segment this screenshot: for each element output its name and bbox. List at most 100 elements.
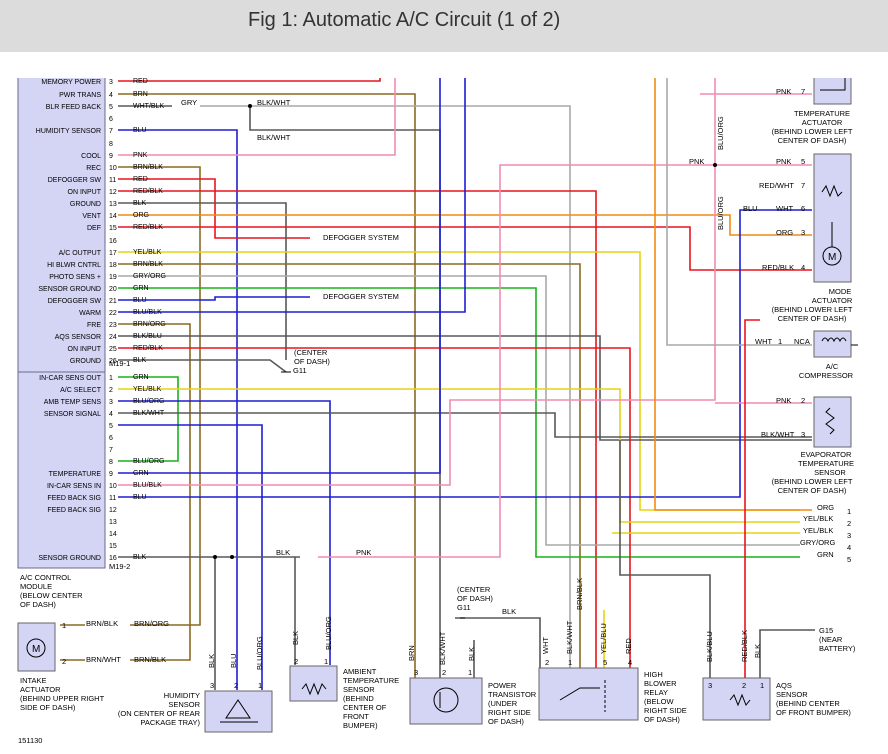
intake-motor-letter: M bbox=[32, 644, 40, 655]
mode-pin6-num: 6 bbox=[801, 204, 805, 213]
m19-1-pin-wire: BLU bbox=[133, 297, 147, 304]
m19-1-pin-name: A/C OUTPUT bbox=[59, 250, 102, 257]
m19-1-pin-wire: BLK bbox=[133, 200, 147, 207]
m19-2-pin-wire: GRN bbox=[133, 374, 149, 381]
hum-cap-4: PACKAGE TRAY) bbox=[140, 718, 200, 727]
wire-cool bbox=[118, 78, 396, 156]
blower-relay-shape bbox=[538, 667, 639, 721]
wire-photo-sens bbox=[118, 275, 800, 546]
m19-1-pin-name: ON INPUT bbox=[68, 189, 102, 196]
m19-1-pin-num: 10 bbox=[109, 165, 117, 172]
wire-hi-blwr bbox=[118, 263, 581, 610]
intake-actuator-shape: M bbox=[17, 622, 56, 672]
m19-1-pin-num: 4 bbox=[109, 92, 113, 99]
aqs-wire-redblk: RED/BLK bbox=[740, 630, 749, 662]
m19-1-pin-wire: BRN/ORG bbox=[133, 321, 166, 328]
mode-pin3-wire: ORG bbox=[776, 228, 793, 237]
aqs-sensor-shape bbox=[702, 677, 771, 721]
comp-wire: WHT bbox=[755, 337, 772, 346]
hum-cap-1: HUMIDITY bbox=[164, 691, 200, 700]
pt-pin3: 3 bbox=[414, 668, 418, 677]
mode-actuator-body bbox=[813, 153, 852, 283]
temperature-actuator bbox=[813, 78, 852, 105]
m19-1-pin-name: PHOTO SENS + bbox=[49, 274, 101, 281]
wire-on-input-2 bbox=[118, 347, 631, 690]
m19-1-pin-num: 21 bbox=[109, 298, 117, 305]
m19-1-pin-name: GROUND bbox=[70, 358, 101, 365]
m19-1-pin-num: 22 bbox=[109, 310, 117, 317]
wire-blk-wht-branch bbox=[249, 106, 441, 690]
comp-cap-2: COMPRESSOR bbox=[799, 371, 854, 380]
evap-pin2-wire: PNK bbox=[776, 396, 791, 405]
amb-cap-2: TEMPERATURE bbox=[343, 676, 399, 685]
intake-cap-3: (BEHIND UPPER RIGHT bbox=[20, 694, 105, 703]
control-module bbox=[17, 78, 106, 569]
m19-1-pin-wire: YEL/BLK bbox=[133, 249, 162, 256]
m19-2-pin-name: A/C SELECT bbox=[60, 387, 102, 394]
hum-cap-3: (ON CENTER OF REAR bbox=[118, 709, 201, 718]
mode-motor-letter: M bbox=[828, 252, 836, 263]
m19-1-pin-name: ON INPUT bbox=[68, 346, 102, 353]
wire-ac-output bbox=[118, 251, 800, 511]
hum-wire-blu: BLU bbox=[229, 653, 238, 668]
wire-in-car-sens bbox=[118, 78, 441, 474]
wire-sensor-signal bbox=[118, 412, 812, 438]
evap-pin3-wire: BLK/WHT bbox=[761, 430, 795, 439]
m19-1-pin-num: 23 bbox=[109, 322, 117, 329]
aqs-pin2: 2 bbox=[742, 681, 746, 690]
wire-aqs-blkblu bbox=[619, 440, 711, 680]
gry-label: GRY bbox=[181, 98, 197, 107]
aqs-pin1: 1 bbox=[760, 681, 764, 690]
wire-gry-feedback bbox=[200, 105, 571, 680]
m19-1-pin-name: MEMORY POWER bbox=[41, 79, 101, 86]
amb-cap-7: BUMPER) bbox=[343, 721, 378, 730]
m19-1-pin-wire: GRN bbox=[133, 285, 149, 292]
m19-1-pin-num: 19 bbox=[109, 274, 117, 281]
m19-1-pin-wire: BLK/BLU bbox=[133, 333, 162, 340]
temp-act-cap-2: ACTUATOR bbox=[802, 118, 843, 127]
m19-1-pin-wire: RED/BLK bbox=[133, 188, 163, 195]
figure-title: Fig 1: Automatic A/C Circuit (1 of 2) bbox=[248, 9, 561, 31]
wire-def bbox=[118, 226, 812, 271]
intake-pin1-wb: BRN/ORG bbox=[134, 619, 169, 628]
mode-pin5-wire: PNK bbox=[776, 157, 791, 166]
m19-1-pin-name: DEF bbox=[87, 225, 101, 232]
m19-1-pin-num: 17 bbox=[109, 250, 117, 257]
comp-cap-1: A/C bbox=[826, 362, 839, 371]
m19-1-pin-name: HI BLWR CNTRL bbox=[47, 262, 101, 269]
m19-1-pin-num: 6 bbox=[109, 116, 113, 123]
module-body bbox=[17, 78, 106, 569]
mode-left-blu: BLU bbox=[743, 204, 758, 213]
p2-num-1: 1 bbox=[847, 507, 851, 516]
aqs-wire-blk: BLK bbox=[753, 644, 762, 658]
wire-defogger-2 bbox=[118, 296, 310, 301]
m19-1-pin-wire: WHT/BLK bbox=[133, 103, 164, 110]
relay-body bbox=[538, 667, 639, 721]
m19-1-pin-wire: BRN/BLK bbox=[133, 261, 163, 268]
m19-1-pin-num: 5 bbox=[109, 104, 113, 111]
pt-cap-4: RIGHT SIDE bbox=[488, 708, 531, 717]
amb-pin1: 1 bbox=[324, 657, 328, 666]
m19-1-pin-wire: RED bbox=[133, 78, 148, 85]
rly-cap-4: (BELOW bbox=[644, 697, 675, 706]
intake-motor bbox=[26, 638, 46, 658]
mode-actuator-resistor bbox=[821, 184, 843, 198]
intake-cap-2: ACTUATOR bbox=[20, 685, 61, 694]
wire-feedback-sig bbox=[118, 209, 812, 498]
m19-2-pin-name: SENSOR GROUND bbox=[38, 555, 101, 562]
amb-cap-1: AMBIENT bbox=[343, 667, 377, 676]
temp-act-pin-wire: PNK bbox=[776, 87, 791, 96]
module-caption-2: MODULE bbox=[20, 582, 52, 591]
m19-1-pin-num: 15 bbox=[109, 225, 117, 232]
m19-1-pin-name: BLR FEED BACK bbox=[46, 104, 102, 111]
temp-act-cap-4: CENTER OF DASH) bbox=[778, 136, 847, 145]
m19-1-pin-num: 24 bbox=[109, 334, 117, 341]
blk-wht-label-b: BLK/WHT bbox=[257, 133, 291, 142]
m19-1-pin-name: WARM bbox=[79, 310, 101, 317]
aqs-ground: G15 bbox=[819, 626, 833, 635]
figure-header: Fig 1: Automatic A/C Circuit (1 of 2) bbox=[0, 0, 888, 52]
m19-2-pin-wire: BLU/BLK bbox=[133, 482, 162, 489]
evap-cap-1: EVAPORATOR bbox=[801, 450, 852, 459]
evap-cap-5: CENTER OF DASH) bbox=[778, 486, 847, 495]
